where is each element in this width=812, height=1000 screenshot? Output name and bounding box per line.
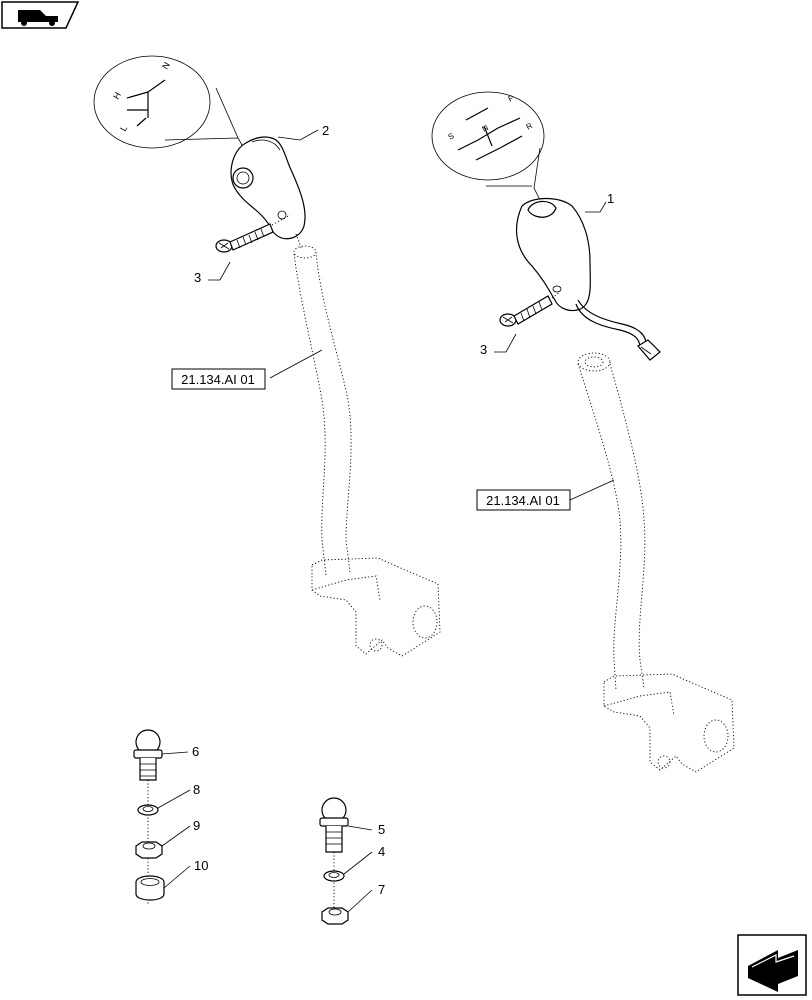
screw-right: [494, 291, 561, 353]
callout-8: 8: [193, 782, 200, 797]
callout-3-left: 3: [194, 270, 201, 285]
reference-label-left: 21.134.AI 01: [181, 372, 255, 387]
callout-1: 1: [607, 191, 614, 206]
svg-text:R: R: [525, 121, 535, 132]
shift-pattern-right: S F R N: [431, 91, 545, 201]
callout-2: 2: [322, 123, 329, 138]
next-page-arrow-icon[interactable]: [737, 934, 807, 996]
callout-5: 5: [378, 822, 385, 837]
svg-text:N: N: [481, 123, 491, 134]
navigation-tractor-icon[interactable]: [1, 1, 80, 29]
reference-box-left[interactable]: 21.134.AI 01: [171, 368, 266, 390]
reference-label-right: 21.134.AI 01: [486, 493, 560, 508]
ball-stud-5: [319, 797, 373, 853]
shift-knob-right: [515, 197, 661, 361]
cap-10: [135, 865, 191, 901]
svg-text:S: S: [447, 131, 456, 141]
callout-7: 7: [378, 882, 385, 897]
svg-text:H: H: [111, 90, 123, 101]
washer-8: [137, 780, 191, 905]
callout-3-right: 3: [480, 342, 487, 357]
shift-knob-left: [230, 129, 319, 240]
screw-left: [208, 214, 291, 281]
reference-box-right[interactable]: 21.134.AI 01: [476, 489, 571, 511]
ball-stud-6: [133, 729, 189, 781]
callout-9: 9: [193, 818, 200, 833]
callout-4: 4: [378, 844, 385, 859]
nut-9: [135, 825, 191, 859]
svg-text:L: L: [118, 124, 129, 133]
callout-10: 10: [194, 858, 208, 873]
svg-text:F: F: [507, 93, 516, 103]
nut-7: [321, 889, 373, 925]
shift-pattern-left: H N L: [93, 55, 247, 153]
svg-text:N: N: [160, 60, 172, 71]
shift-lever-left: [269, 233, 441, 657]
washer-4: [323, 851, 373, 920]
shift-lever-right: [569, 352, 735, 773]
callout-6: 6: [192, 744, 199, 759]
